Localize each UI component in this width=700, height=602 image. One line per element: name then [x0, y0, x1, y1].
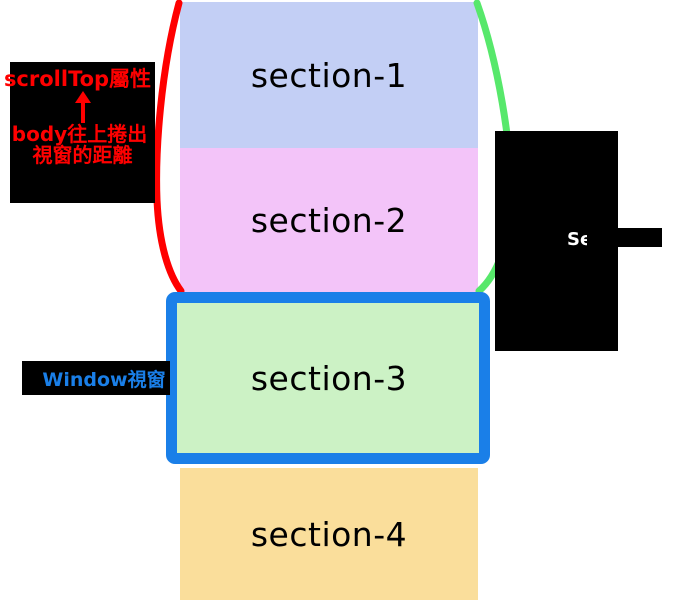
body-callout-redaction-bar	[587, 228, 662, 247]
section-block-4: section-4	[180, 468, 478, 600]
window-viewport-label: Window視窗	[42, 368, 166, 391]
body-callout-label: Se	[567, 229, 593, 250]
section-block-1: section-1	[180, 2, 478, 148]
section-block-2: section-2	[180, 148, 478, 293]
scrolltop-description-line-2: 視窗的距離	[32, 143, 133, 168]
window-viewport-highlight	[166, 292, 490, 464]
scrolltop-title: scrollTop屬性	[3, 67, 152, 91]
scrolltop-description-line-1: body往上捲出	[11, 122, 148, 147]
section-2-label: section-2	[250, 201, 408, 240]
section-4-label: section-4	[250, 514, 408, 554]
section-1-label: section-1	[250, 55, 408, 95]
scrolltop-arrow-icon	[10, 90, 155, 124]
window-viewport-callout: Window視窗	[22, 361, 170, 395]
section-block-3: section-3	[177, 303, 481, 453]
scrolltop-callout: scrollTop屬性 body往上捲出 視窗的距離	[4, 62, 155, 203]
section-3-label: section-3	[250, 358, 408, 398]
